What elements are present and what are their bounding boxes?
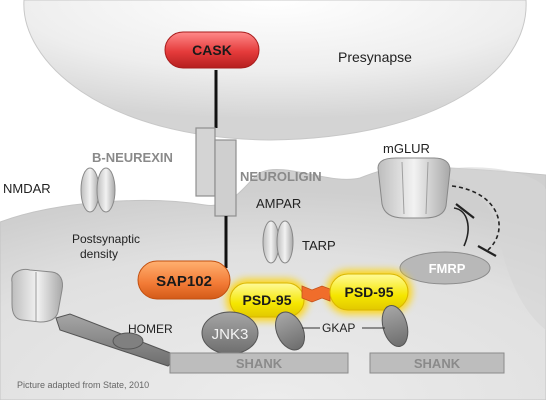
shank-left-label: SHANK	[236, 356, 283, 371]
fmrp-label: FMRP	[429, 261, 466, 276]
postsynaptic-density-label-line2: density	[80, 247, 118, 261]
nmdar-receptor	[11, 269, 63, 323]
gkap-protein-left	[274, 311, 306, 351]
psd95-linker	[301, 285, 331, 303]
mglur-label: mGLUR	[383, 141, 430, 156]
neuroligin-protein	[214, 139, 237, 217]
homer-protein	[112, 332, 144, 350]
psd95-left-protein	[229, 282, 305, 318]
ion-channel-receptor	[80, 167, 116, 213]
image-credit: Picture adapted from State, 2010	[17, 380, 149, 390]
neuroligin-label: NEUROLIGIN	[240, 169, 322, 184]
fmrp-protein	[399, 251, 491, 285]
tarp-label: TARP	[302, 238, 336, 253]
cask-label: CASK	[192, 42, 232, 58]
dendrite-bulge	[440, 167, 546, 330]
shank-right-label: SHANK	[414, 356, 461, 371]
fmrp-feedback-bar	[477, 245, 497, 257]
psd95-left-label: PSD-95	[242, 292, 291, 308]
gkap-label: GKAP	[322, 321, 355, 335]
mglur-receptor	[377, 157, 451, 219]
presynapse-label: Presynapse	[338, 49, 412, 65]
postsynaptic-density-label-line1: Postsynaptic	[72, 232, 140, 246]
ampar-label: AMPAR	[256, 196, 301, 211]
nmdar-label: NMDAR	[3, 181, 51, 196]
fmrp-dashed-feedback	[451, 185, 500, 251]
gkap-protein-right	[381, 304, 409, 348]
b-neurexin-protein	[195, 127, 216, 197]
psd95-right-protein	[329, 273, 409, 311]
sap102-protein	[137, 260, 231, 300]
mglur-inhibition-bar	[455, 203, 475, 219]
b-neurexin-label: B-NEUREXIN	[92, 150, 173, 165]
cask-protein	[164, 31, 260, 69]
ampar-receptor	[262, 220, 294, 264]
presynapse-membrane	[23, 0, 527, 141]
shank-right-bar	[369, 352, 505, 374]
sap102-label: SAP102	[156, 273, 212, 290]
psd95-right-label: PSD-95	[344, 284, 393, 300]
jnk3-label: JNK3	[212, 326, 249, 343]
mglur-inhibition-arc	[453, 207, 469, 247]
shank-left-bar	[169, 352, 349, 374]
homer-label: HOMER	[128, 322, 173, 336]
